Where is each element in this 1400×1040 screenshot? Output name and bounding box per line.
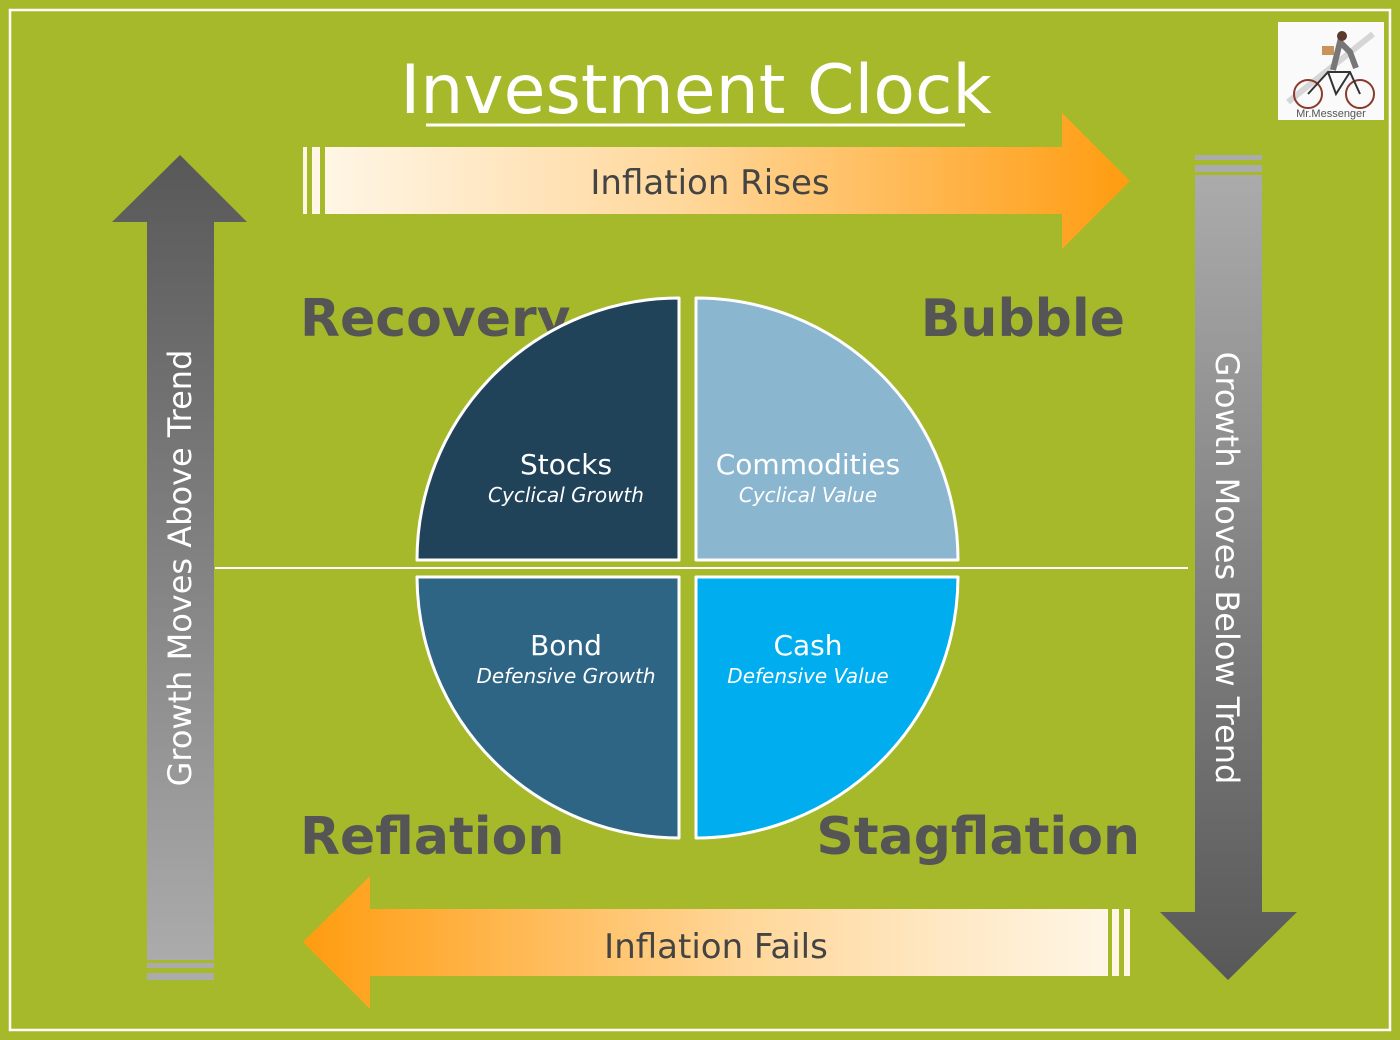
growth-below-trend-label: Growth Moves Below Trend: [1208, 352, 1246, 785]
quadrant-bond: Bond Defensive Growth: [415, 575, 681, 840]
quadrant-asset-label: Bond: [530, 629, 602, 662]
inflation-rises-arrow: Inflation Rises: [303, 113, 1130, 249]
quadrant-style-label: Defensive Growth: [476, 664, 655, 688]
phase-bubble: Bubble: [921, 289, 1125, 349]
growth-above-trend-arrow: Growth Moves Above Trend: [112, 155, 247, 980]
growth-above-trend-label: Growth Moves Above Trend: [161, 350, 199, 787]
phase-reflation: Reflation: [300, 807, 564, 867]
inflation-fails-label: Inflation Fails: [604, 927, 828, 967]
quadrant-style-label: Defensive Value: [727, 664, 888, 688]
quadrant-asset-label: Stocks: [520, 448, 612, 481]
cyclist-icon: [1286, 31, 1375, 109]
growth-below-trend-arrow: Growth Moves Below Trend: [1160, 155, 1297, 980]
quadrant-style-label: Cyclical Value: [739, 483, 877, 507]
quadrant-commodities: Commodities Cyclical Value: [694, 296, 960, 562]
mr-messenger-logo: Mr.Messenger: [1278, 22, 1384, 120]
quadrant-asset-label: Commodities: [716, 448, 901, 481]
page-title: Investment Clock: [400, 51, 992, 130]
quadrant-asset-label: Cash: [773, 629, 842, 662]
quadrant-style-label: Cyclical Growth: [488, 483, 644, 507]
phase-recovery: Recovery: [300, 289, 571, 349]
slide-frame: [8, 8, 1392, 1032]
inflation-fails-arrow: Inflation Fails: [303, 876, 1130, 1009]
inflation-rises-label: Inflation Rises: [590, 163, 829, 203]
quadrant-stocks: Stocks Cyclical Growth: [415, 296, 681, 562]
quadrant-cash: Cash Defensive Value: [694, 575, 960, 840]
logo-text: Mr.Messenger: [1296, 108, 1366, 120]
phase-stagflation: Stagflation: [816, 807, 1140, 867]
